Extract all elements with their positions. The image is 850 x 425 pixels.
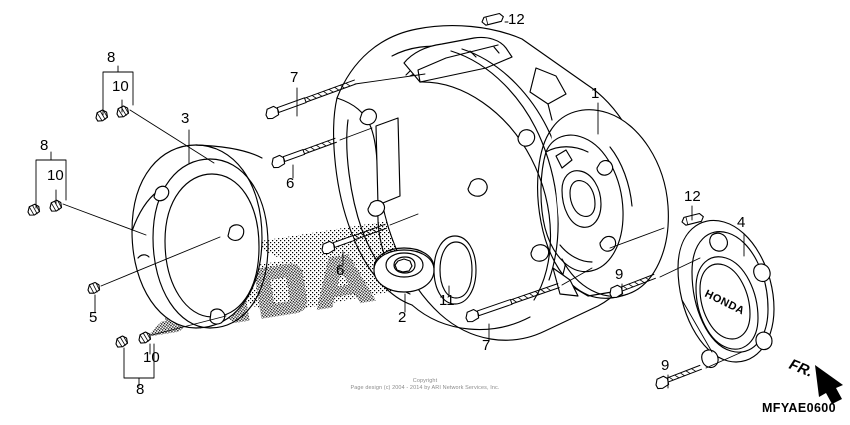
callout-5: 5: [89, 309, 98, 326]
callout-10-top: 10: [112, 78, 129, 95]
part-1-alternator-housing: [537, 109, 669, 299]
leader-lines: [35, 21, 745, 389]
fastener-7-upper: [265, 73, 426, 120]
fastener-12-right: [609, 212, 704, 249]
callout-4: 4: [737, 214, 746, 231]
part-3-left-crankcase-outer-cover: [131, 144, 269, 329]
callout-7-top: 7: [290, 69, 299, 86]
callout-1: 1: [591, 85, 600, 102]
copyright-line-1: Copyright: [412, 378, 438, 384]
fastener-7-lower: [465, 267, 593, 323]
fastener-6-upper: [271, 127, 373, 169]
callout-12-right: 12: [684, 188, 701, 205]
callout-12-top: 12: [508, 11, 525, 28]
callout-7-bot: 7: [482, 337, 491, 354]
diagram-code-label: MFYAE0600: [761, 401, 836, 415]
callout-8-top: 8: [107, 49, 116, 66]
fastener-9-upper: [609, 257, 701, 299]
callout-9-bot: 9: [661, 357, 670, 374]
fastener-8-10-lower: [113, 315, 227, 350]
callout-6-top: 6: [286, 175, 295, 192]
callout-3: 3: [181, 110, 190, 127]
part-4-crankcase-hole-cap-cover: HONDA: [677, 220, 775, 369]
fastener-8-10-upper: [93, 104, 215, 164]
copyright-line-2: Page design (c) 2004 - 2014 by ARI Netwo…: [350, 385, 500, 391]
front-direction-arrow: [815, 365, 843, 404]
fastener-12-upper: [481, 12, 504, 26]
callout-2: 2: [398, 309, 407, 326]
callout-8-mid: 8: [40, 137, 49, 154]
part-2-pulley-bearing: [373, 247, 435, 293]
callout-10-mid: 10: [47, 167, 64, 184]
fastener-6-middle: [321, 213, 419, 255]
callout-11: 11: [439, 292, 455, 309]
callout-9-top: 9: [615, 266, 624, 283]
fastener-5: [85, 236, 221, 296]
callout-6-mid: 6: [336, 262, 345, 279]
callout-10-bot: 10: [143, 349, 160, 366]
callout-8-bot: 8: [136, 381, 145, 398]
copyright-block: Copyright Page design (c) 2004 - 2014 by…: [0, 378, 850, 392]
fastener-8-10-middle: [25, 198, 147, 236]
